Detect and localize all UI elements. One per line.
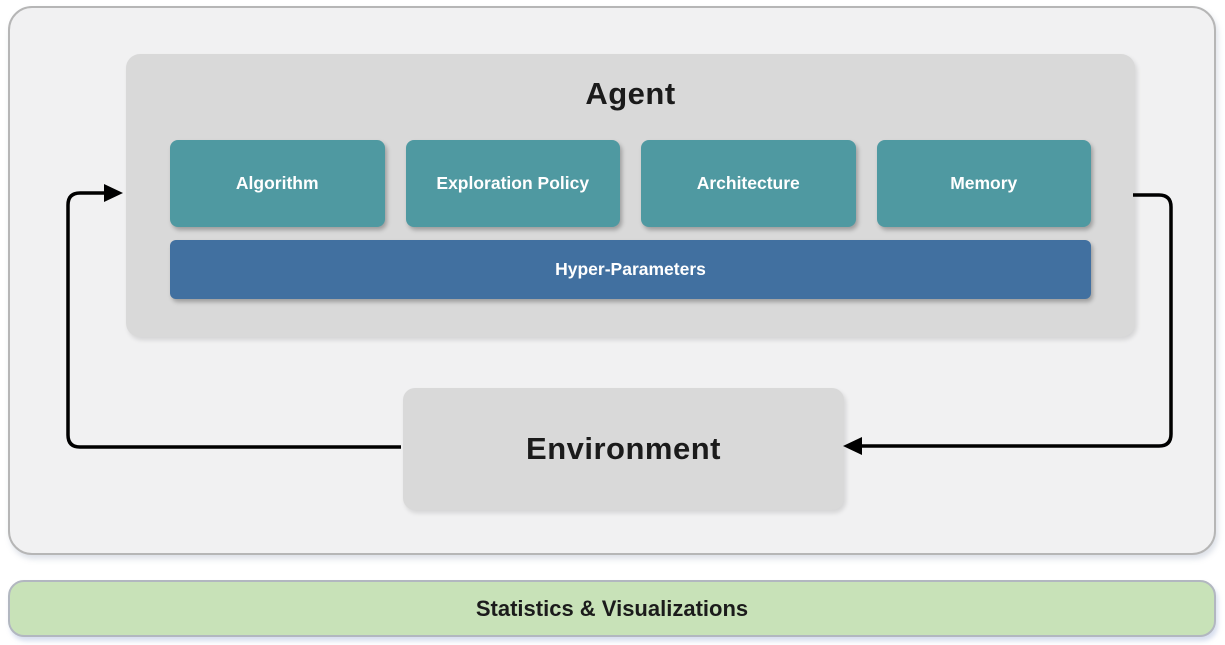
environment-box: Environment [403, 388, 844, 510]
agent-title: Agent [585, 76, 676, 111]
rl-loop-panel: Agent Algorithm Exploration Policy Archi… [8, 6, 1216, 555]
component-box-exploration-policy: Exploration Policy [405, 140, 620, 227]
agent-panel: Agent Algorithm Exploration Policy Archi… [126, 54, 1135, 337]
agent-component-row: Algorithm Exploration Policy Architectur… [170, 140, 1091, 227]
component-box-algorithm: Algorithm [170, 140, 385, 227]
statistics-visualizations-bar: Statistics & Visualizations [8, 580, 1216, 637]
component-box-memory: Memory [876, 140, 1091, 227]
component-box-architecture: Architecture [641, 140, 856, 227]
hyper-parameters-bar: Hyper-Parameters [170, 240, 1091, 299]
